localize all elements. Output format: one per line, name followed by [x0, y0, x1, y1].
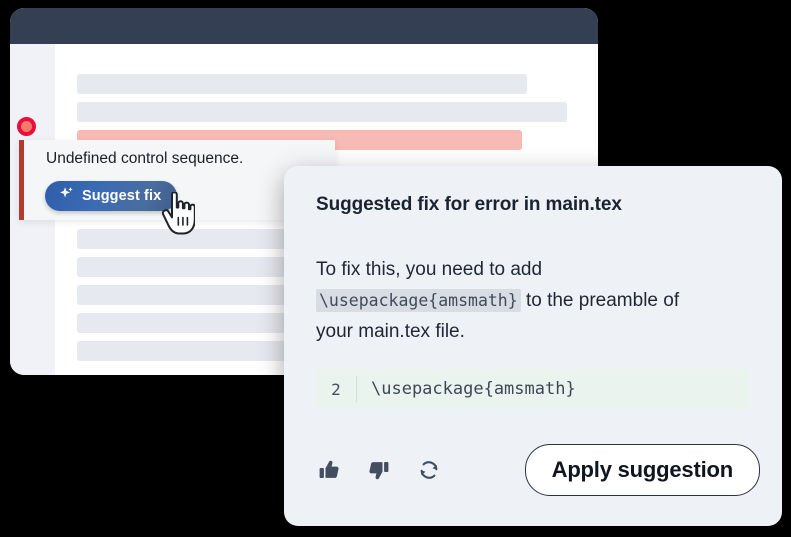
error-dot-center	[21, 121, 32, 132]
panel-action-row: Apply suggestion	[316, 444, 760, 496]
panel-body-text: To fix this, you need to add \usepackage…	[316, 254, 716, 347]
suggest-fix-label: Suggest fix	[82, 188, 162, 204]
feedback-icon-group	[316, 457, 442, 483]
panel-body-before: To fix this, you need to add	[316, 259, 543, 280]
code-gutter-divider	[356, 376, 357, 402]
thumbs-down-icon[interactable]	[366, 457, 392, 483]
regenerate-icon[interactable]	[416, 457, 442, 483]
panel-title: Suggested fix for error in main.tex	[316, 194, 622, 215]
code-block-text: \usepackage{amsmath}	[371, 379, 576, 399]
error-dot-icon[interactable]	[17, 117, 36, 136]
editor-line-placeholder	[77, 102, 567, 122]
editor-line-placeholder	[77, 257, 335, 277]
sparkle-icon	[58, 185, 75, 207]
code-block: 2 \usepackage{amsmath}	[316, 369, 750, 409]
suggest-fix-button[interactable]: Suggest fix	[45, 181, 178, 211]
editor-line-placeholder	[77, 313, 335, 333]
latex-editor-window	[10, 8, 598, 375]
editor-line-placeholder	[77, 229, 335, 249]
panel-body-after: to the preamble of your main.tex file.	[316, 290, 680, 342]
editor-titlebar	[10, 8, 598, 44]
code-line-number: 2	[331, 379, 341, 399]
apply-suggestion-button[interactable]: Apply suggestion	[524, 444, 760, 496]
thumbs-up-icon[interactable]	[316, 457, 342, 483]
editor-line-placeholder	[77, 341, 335, 361]
inline-code-chip: \usepackage{amsmath}	[316, 289, 521, 312]
suggested-fix-panel: Suggested fix for error in main.tex To f…	[284, 166, 782, 526]
editor-line-placeholder	[77, 74, 527, 94]
error-message-text: Undefined control sequence.	[46, 150, 244, 167]
editor-line-placeholder	[77, 285, 335, 305]
